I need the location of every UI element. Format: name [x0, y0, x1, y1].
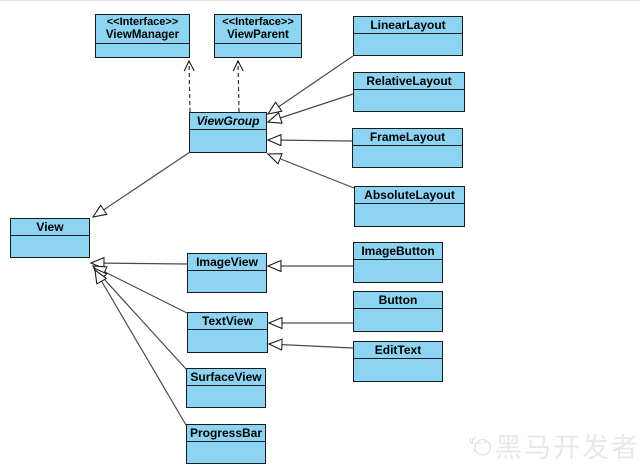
- node-title: ViewGroup: [190, 113, 266, 130]
- node-body: [354, 260, 442, 282]
- watermark: 黑马开发者: [468, 422, 640, 468]
- class-node-progressbar: ProgressBar: [186, 424, 266, 464]
- class-node-viewgroup: ViewGroup: [189, 112, 267, 153]
- class-node-relativelayout: RelativeLayout: [353, 72, 465, 112]
- node-title: FrameLayout: [353, 129, 462, 146]
- class-node-surfaceview: SurfaceView: [186, 368, 266, 408]
- class-name-label: ViewGroup: [196, 113, 260, 128]
- node-title: AbsoluteLayout: [355, 187, 464, 204]
- class-node-linearlayout: LinearLayout: [353, 16, 463, 56]
- edge-linearlayout-viewgroup: [268, 55, 354, 114]
- node-title: ProgressBar: [187, 425, 265, 442]
- node-body: [354, 309, 442, 331]
- class-name-label: LinearLayout: [370, 17, 446, 32]
- class-name-label: ProgressBar: [189, 425, 263, 440]
- node-body: [96, 44, 189, 57]
- top-divider: [0, 0, 640, 1]
- node-body: [187, 442, 265, 463]
- edge-absolutelayout-viewgroup: [268, 154, 355, 189]
- node-title: View: [11, 219, 89, 236]
- node-title: ImageButton: [354, 243, 442, 260]
- node-body: [11, 236, 89, 257]
- node-body: [355, 204, 464, 226]
- node-title: <<Interface>> ViewParent: [215, 15, 301, 44]
- class-name-label: SurfaceView: [190, 369, 262, 384]
- class-name-label: ImageView: [196, 254, 258, 269]
- node-title: SurfaceView: [187, 369, 265, 386]
- edge-framelayout-viewgroup: [268, 140, 353, 141]
- edge-viewgroup-viewmanager: [183, 59, 195, 113]
- node-title: Button: [354, 292, 442, 309]
- node-body: [188, 271, 266, 292]
- edge-viewgroup-view: [93, 151, 191, 217]
- node-title: EditText: [354, 342, 442, 359]
- node-title: ImageView: [188, 254, 266, 271]
- class-node-edittext: EditText: [353, 341, 443, 382]
- class-name-label: Button: [378, 292, 418, 307]
- class-name-label: ImageButton: [361, 243, 435, 258]
- stereotype-label: <<Interface>>: [222, 16, 294, 28]
- node-title: <<Interface>> ViewManager: [96, 15, 189, 44]
- class-name-label: View: [36, 219, 64, 234]
- stereotype-label: <<Interface>>: [106, 16, 179, 28]
- edge-edittext-textview: [269, 344, 354, 348]
- node-body: [188, 330, 267, 352]
- node-body: [354, 359, 442, 381]
- node-title: TextView: [188, 313, 267, 330]
- edge-surfaceview-view: [94, 268, 187, 370]
- node-body: [215, 44, 301, 57]
- class-name-label: ViewManager: [105, 29, 180, 41]
- class-node-framelayout: FrameLayout: [352, 128, 463, 168]
- edge-viewgroup-viewparent: [232, 59, 244, 113]
- class-node-view: View: [10, 218, 90, 258]
- edge-imageview-view: [91, 263, 188, 264]
- edge-relativelayout-viewgroup: [268, 93, 354, 122]
- node-title: LinearLayout: [354, 17, 462, 34]
- class-node-viewmanager: <<Interface>> ViewManager: [95, 14, 190, 58]
- class-name-label: FrameLayout: [369, 129, 446, 144]
- class-node-viewparent: <<Interface>> ViewParent: [214, 14, 302, 58]
- watermark-text: 黑马开发者: [495, 432, 640, 463]
- class-node-textview: TextView: [187, 312, 268, 353]
- node-body: [354, 90, 464, 111]
- edge-progressbar-view: [95, 270, 187, 426]
- class-name-label: RelativeLayout: [366, 73, 452, 88]
- class-node-button: Button: [353, 291, 443, 332]
- node-title: RelativeLayout: [354, 73, 464, 90]
- class-node-imageview: ImageView: [187, 253, 267, 293]
- node-body: [353, 146, 462, 167]
- class-node-absolutelayout: AbsoluteLayout: [354, 186, 465, 227]
- node-body: [187, 386, 265, 407]
- node-body: [354, 34, 462, 55]
- edge-textview-view: [93, 266, 188, 314]
- class-name-label: AbsoluteLayout: [364, 187, 455, 202]
- class-name-label: TextView: [202, 313, 253, 328]
- class-node-imagebutton: ImageButton: [353, 242, 443, 283]
- class-name-label: ViewParent: [227, 29, 289, 41]
- node-body: [190, 130, 266, 152]
- horse-mascot-logo-icon: [469, 436, 491, 456]
- class-name-label: EditText: [374, 342, 422, 357]
